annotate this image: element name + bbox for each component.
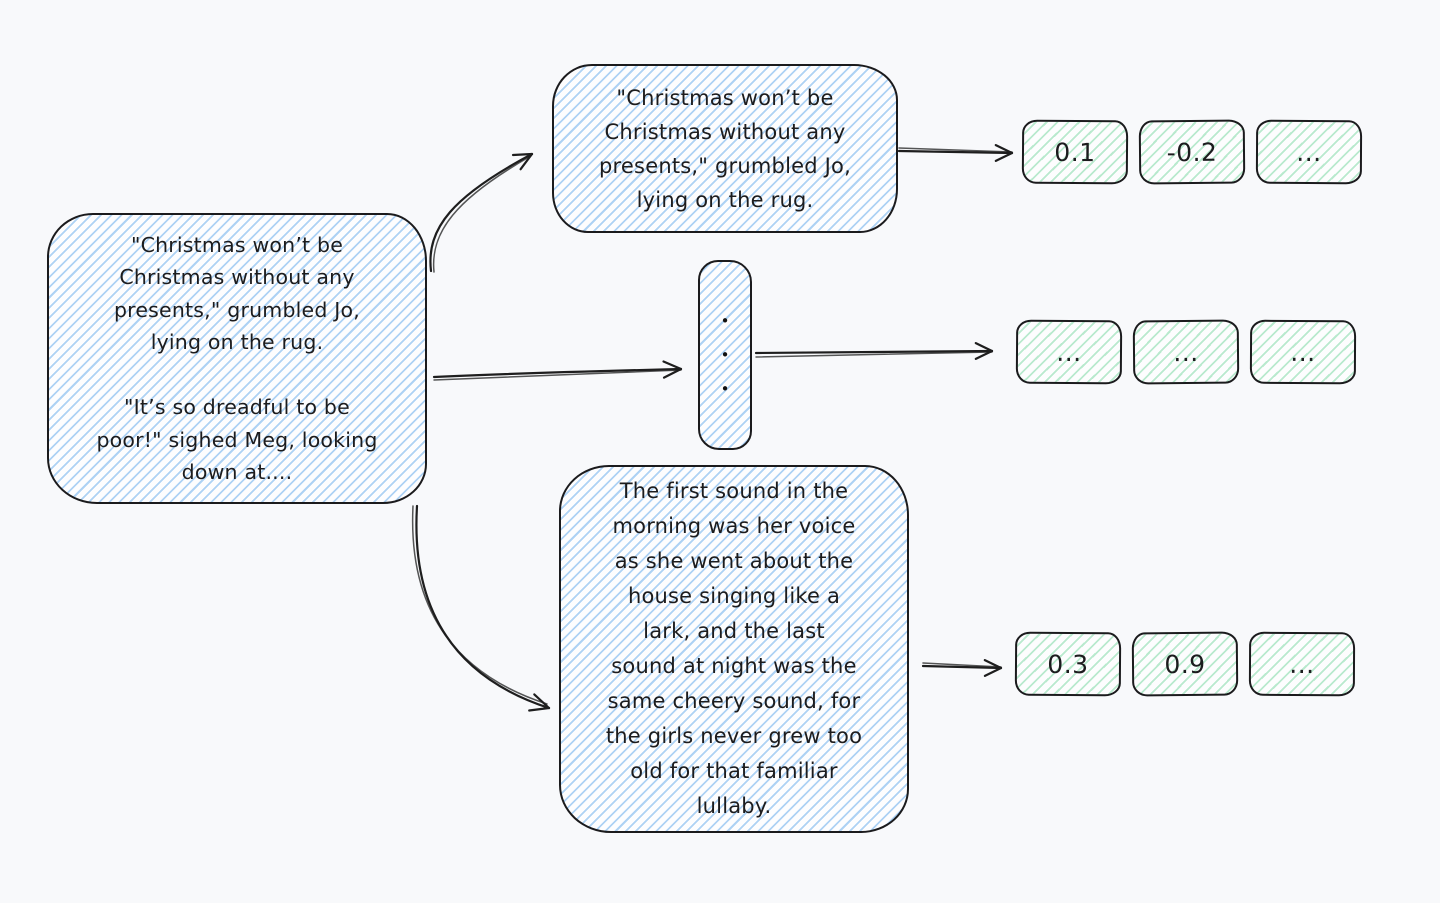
arrow-ellipsis-to-vector2: [754, 342, 994, 360]
vector-value: ...: [1173, 337, 1199, 367]
vector-value: -0.2: [1166, 137, 1218, 167]
arrow-source-to-ellipsis: [432, 360, 683, 381]
arrow-source-to-chunk1: [429, 152, 534, 273]
arrow-chunk1-to-vector1: [897, 144, 1014, 162]
vector-value: 0.1: [1054, 137, 1096, 167]
vector-value-box: 0.1: [1021, 119, 1129, 185]
embedding-row-3: 0.3 0.9 ...: [1014, 631, 1356, 697]
vector-value-box: ...: [1249, 319, 1357, 385]
vector-value: ...: [1296, 137, 1322, 167]
chunk-2-box: The first sound in the morning was her v…: [559, 465, 909, 833]
vector-value-box: 0.3: [1014, 631, 1122, 697]
chunk-2-text: The first sound in the morning was her v…: [605, 479, 863, 818]
vector-value: 0.3: [1047, 649, 1089, 679]
vector-value-box: ...: [1255, 119, 1363, 185]
vector-value-box: 0.9: [1131, 631, 1239, 697]
arrow-source-to-chunk2: [411, 504, 551, 712]
vector-value: ...: [1290, 337, 1316, 367]
vector-value-box: -0.2: [1138, 119, 1246, 185]
vector-value-box: ...: [1132, 319, 1240, 385]
arrow-chunk2-to-vector3: [921, 659, 1003, 677]
embedding-row-2: ... ... ...: [1015, 319, 1357, 385]
vector-value-box: ...: [1015, 319, 1123, 385]
chunk-1-box: "Christmas won’t be Christmas without an…: [552, 64, 898, 233]
chunk-1-text: "Christmas won’t be Christmas without an…: [599, 85, 851, 212]
vector-value: ...: [1056, 337, 1082, 367]
vector-value: 0.9: [1164, 649, 1206, 679]
chunk-ellipsis-box: • • •: [698, 260, 752, 450]
source-text: "Christmas won’t be Christmas without an…: [96, 232, 378, 485]
vector-value-box: ...: [1248, 631, 1356, 697]
vertical-ellipsis: • • •: [720, 312, 730, 398]
embedding-row-1: 0.1 -0.2 ...: [1021, 119, 1363, 185]
vector-value: ...: [1289, 649, 1315, 679]
source-text-box: "Christmas won’t be Christmas without an…: [47, 213, 427, 504]
